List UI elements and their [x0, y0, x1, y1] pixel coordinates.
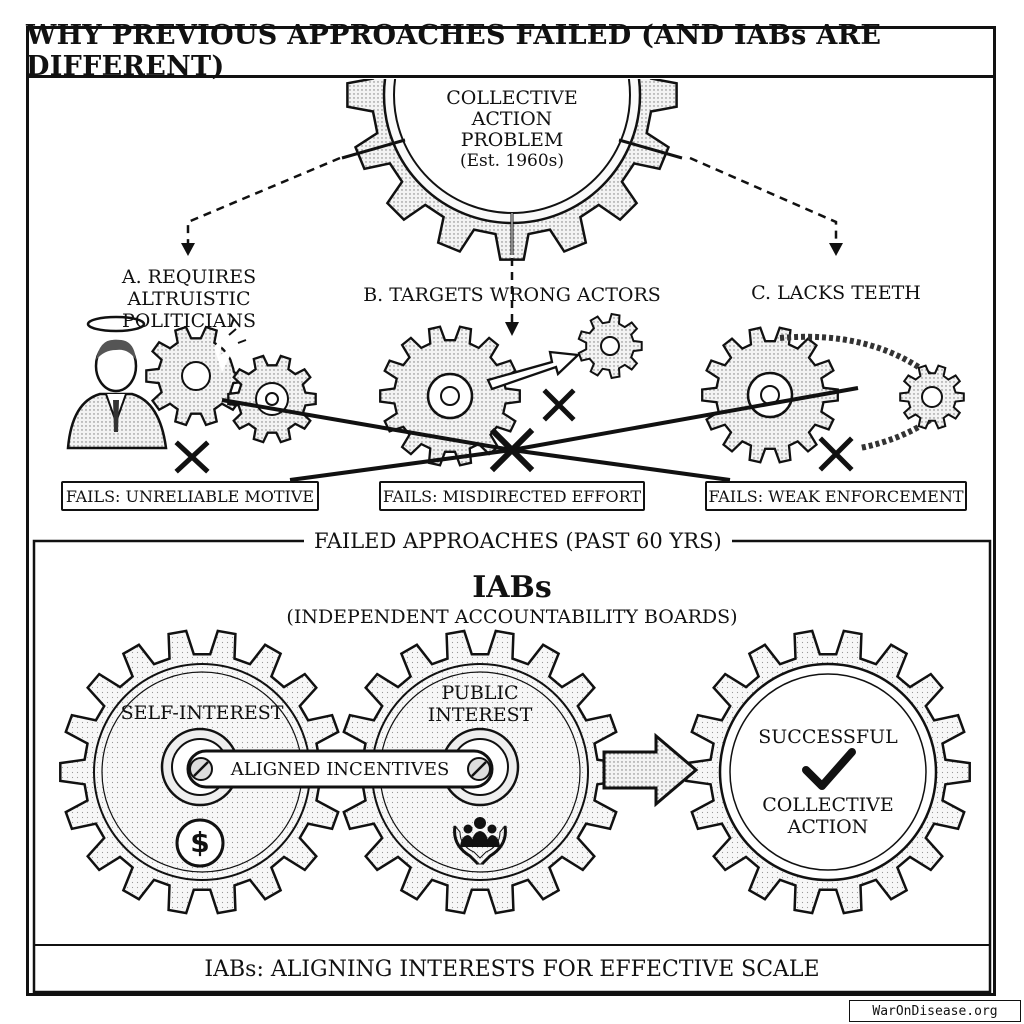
- iabs-subtitle: (INDEPENDENT ACCOUNTABILITY BOARDS): [286, 606, 738, 628]
- aligned-incentives-label: ALIGNED INCENTIVES: [230, 759, 450, 780]
- fail-misdirected-effort: FAILS: MISDIRECTED EFFORT: [379, 481, 645, 511]
- broken-gear-icon: [145, 317, 317, 444]
- public-interest-text: PUBLIC INTEREST: [427, 682, 533, 726]
- x-marks: [174, 388, 854, 474]
- altruistic-politician-figure: [66, 315, 168, 450]
- fail-weak-enforcement: FAILS: WEAK ENFORCEMENT: [705, 481, 967, 511]
- public-interest-label: PUBLIC INTEREST: [410, 682, 550, 726]
- fail-unreliable-motive: FAILS: UNRELIABLE MOTIVE: [61, 481, 319, 511]
- outer-frame: [26, 26, 996, 996]
- dollar-icon: [175, 818, 225, 868]
- failed-approaches-title: FAILED APPROACHES (PAST 60 YRS): [304, 529, 732, 553]
- dollar-sign: $: [190, 826, 210, 859]
- page-title: WHY PREVIOUS APPROACHES FAILED (AND IABs…: [26, 20, 996, 82]
- collective-action-gear: [341, 79, 683, 261]
- misdirected-gears: [379, 312, 643, 467]
- iabs-title: IABs: [472, 570, 552, 605]
- center-gear-label: COLLECTIVE ACTION PROBLEM (Est. 1960s): [432, 88, 592, 172]
- result-top-label: SUCCESSFUL: [758, 726, 898, 748]
- center-line-2: ACTION: [471, 108, 553, 130]
- checkmark-icon: [802, 748, 856, 790]
- result-arrow: [602, 732, 699, 808]
- approach-b-label: B. TARGETS WRONG ACTORS: [363, 284, 661, 306]
- arrow-heads: [181, 243, 843, 336]
- center-line-1: COLLECTIVE: [446, 87, 578, 109]
- approach-c-label: C. LACKS TEETH: [751, 282, 921, 304]
- center-line-3: PROBLEM: [460, 129, 564, 151]
- watermark: WarOnDisease.org: [849, 1000, 1021, 1022]
- crossed-lines: [221, 386, 859, 482]
- approach-a-label: A. REQUIRES ALTRUISTIC POLITICIANS: [121, 266, 257, 332]
- people-in-hands-icon: [453, 817, 507, 866]
- footer-tagline: IABs: ALIGNING INTERESTS FOR EFFECTIVE S…: [34, 944, 990, 992]
- halo-icon: [86, 315, 146, 333]
- dashed-arrows: [186, 156, 838, 322]
- aligned-incentives-link: [160, 727, 520, 807]
- center-est: (Est. 1960s): [459, 151, 565, 171]
- self-interest-label: SELF-INTEREST: [120, 702, 284, 724]
- chain-icon: [701, 326, 965, 464]
- result-bottom-label: COLLECTIVE ACTION: [762, 794, 894, 838]
